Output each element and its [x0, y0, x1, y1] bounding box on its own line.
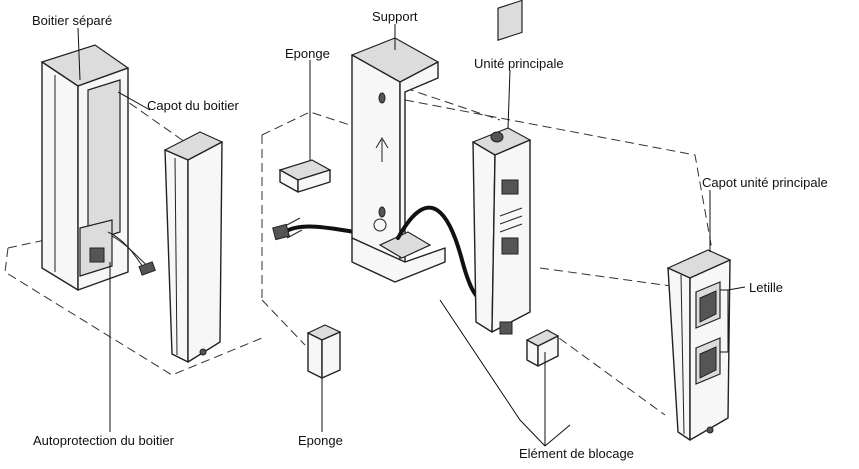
label-unite-principale: Unité principale	[474, 56, 564, 71]
label-capot-du-boitier: Capot du boitier	[147, 98, 239, 113]
unite-principale-unit	[471, 0, 532, 335]
label-autoprotection: Autoprotection du boitier	[33, 433, 174, 448]
label-support: Support	[372, 9, 418, 24]
connector-cable	[272, 217, 357, 241]
label-boitier-separe: Boitier séparé	[32, 13, 113, 28]
element-de-blocage-clip	[525, 329, 560, 367]
eponge-bottom-sponge	[306, 324, 342, 379]
boitier-separe-housing	[40, 44, 156, 291]
label-eponge-top: Eponge	[285, 46, 330, 61]
leader-lines	[77, 24, 746, 447]
label-capot-unite-principale: Capot unité principale	[702, 175, 828, 190]
label-eponge-bottom: Eponge	[298, 433, 343, 448]
eponge-top-sponge	[278, 159, 332, 193]
capot-du-boitier-cover	[163, 131, 224, 363]
label-element-de-blocage: Elément de blocage	[519, 446, 634, 461]
label-letille: Letille	[749, 280, 783, 295]
capot-unite-principale-cover	[666, 249, 732, 441]
support-bracket	[350, 37, 446, 283]
